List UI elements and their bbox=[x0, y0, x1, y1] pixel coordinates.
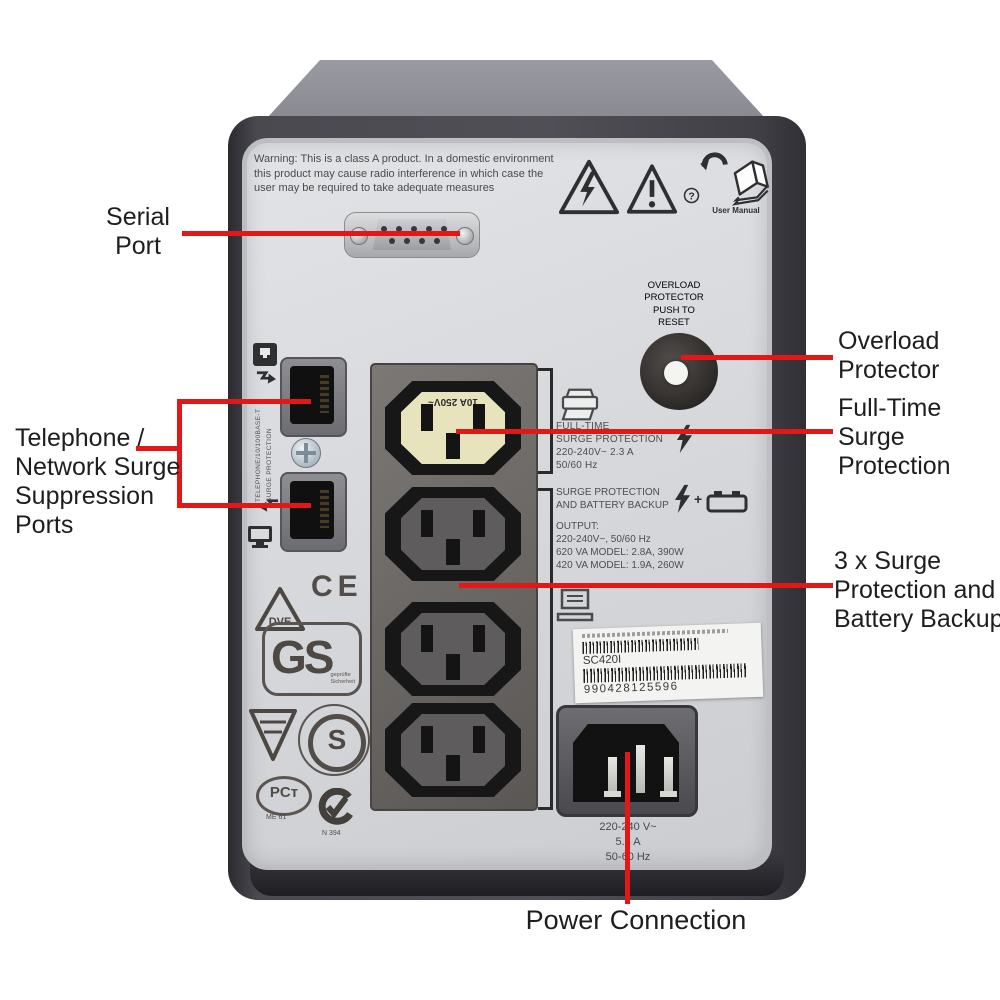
outlet-slot bbox=[421, 404, 433, 431]
user-manual-book-icon bbox=[699, 152, 769, 206]
overload-protector-label: OVERLOAD PROTECTOR PUSH TO RESET bbox=[644, 280, 704, 329]
outlet-face bbox=[401, 498, 505, 570]
pct-gost-mark: PCт bbox=[256, 776, 312, 816]
output-spec: OUTPUT: 220-240V~, 50/60 Hz 620 VA MODEL… bbox=[556, 521, 684, 571]
svg-text:?: ? bbox=[688, 191, 694, 202]
callout-line-telephone-top bbox=[177, 399, 311, 404]
db9-screw bbox=[350, 227, 368, 245]
network-port-out bbox=[280, 472, 347, 552]
outlet-slot bbox=[421, 625, 433, 652]
label-microtext bbox=[581, 628, 729, 638]
outlet-slot bbox=[446, 654, 460, 680]
network-port-in bbox=[280, 357, 347, 437]
callout-line-full-time-surge bbox=[456, 429, 833, 434]
callout-telephone-ports: Telephone / Network Surge Suppression Po… bbox=[15, 424, 181, 539]
outlet-face bbox=[401, 714, 505, 786]
outlet-battery-backup bbox=[385, 487, 521, 581]
pct-mark-subtext: ME 61 bbox=[266, 814, 287, 821]
outlet-slot bbox=[446, 539, 460, 565]
lightning-icon bbox=[674, 484, 691, 514]
surge-out-arrow-icon bbox=[258, 498, 280, 518]
breaker-reset-button bbox=[664, 361, 688, 385]
phillips-screw bbox=[291, 438, 321, 468]
caution-triangle-icon bbox=[626, 162, 678, 216]
electric-hazard-triangle-icon bbox=[558, 158, 620, 216]
inlet-ground-pin bbox=[636, 745, 645, 793]
outlet-face bbox=[401, 613, 505, 685]
port-vertical-label: TELEPHONE/10/100BASE-T SURGE PROTECTION bbox=[255, 408, 273, 502]
rj45-pins bbox=[320, 490, 329, 528]
gs-mark-text: GS bbox=[271, 631, 334, 683]
plus-sign: + bbox=[694, 491, 703, 507]
outlet-slot bbox=[421, 510, 433, 537]
product-barcode-label: SC420I 990428125596 bbox=[572, 622, 764, 704]
full-time-surge-spec: FULL-TIME SURGE PROTECTION 220-240V~ 2.3… bbox=[556, 421, 664, 471]
gs-mark: GS geprüfte Sicherheit bbox=[262, 622, 362, 696]
battery-outlet-bracket bbox=[538, 488, 553, 810]
gs-mark-subtext: geprüfte Sicherheit bbox=[330, 672, 355, 685]
outlet-slot bbox=[421, 726, 433, 753]
question-mark-icon: ? bbox=[683, 187, 700, 204]
callout-bracket-telephone bbox=[177, 399, 182, 508]
printer-icon bbox=[556, 388, 604, 422]
rj45-jack bbox=[290, 366, 334, 424]
surge-battery-spec: SURGE PROTECTION AND BATTERY BACKUP bbox=[556, 487, 669, 511]
outlet-slot bbox=[473, 726, 485, 753]
surge-in-arrow-icon bbox=[255, 370, 277, 390]
warning-text: Warning: This is a class A product. In a… bbox=[254, 153, 554, 195]
semko-s-mark: S bbox=[298, 704, 370, 776]
callout-line-surge-battery bbox=[459, 583, 833, 588]
outlet-slot bbox=[446, 755, 460, 781]
s-mark-ring: S bbox=[308, 714, 366, 772]
outlet-rating-label: 10A 250V~ bbox=[428, 396, 478, 407]
outlet-slot bbox=[473, 510, 485, 537]
callout-line-power bbox=[625, 752, 630, 904]
callout-serial-port: Serial Port bbox=[106, 203, 170, 260]
surge-outlet-bracket bbox=[538, 368, 553, 474]
outlet-slot bbox=[446, 433, 460, 459]
battery-icon bbox=[706, 489, 748, 513]
callout-full-time-surge: Full-Time Surge Protection bbox=[838, 394, 951, 480]
callout-line-overload bbox=[681, 355, 833, 360]
computer-icon bbox=[246, 524, 278, 550]
outlet-slot bbox=[473, 625, 485, 652]
outlet-slot bbox=[473, 404, 485, 431]
outlet-face: 10A 250V~ bbox=[401, 392, 505, 464]
s-mark-text: S bbox=[327, 724, 347, 755]
demko-triangle-mark bbox=[248, 708, 298, 762]
n-mark-subtext: N 394 bbox=[322, 830, 341, 837]
callout-line-telephone bbox=[136, 446, 182, 451]
db9-screw bbox=[456, 227, 474, 245]
n-check-mark bbox=[316, 787, 354, 826]
outlet-battery-backup bbox=[385, 703, 521, 797]
callout-overload-protector: Overload Protector bbox=[838, 327, 940, 384]
equipment-icon bbox=[556, 588, 594, 624]
pct-mark-text: PCт bbox=[269, 784, 299, 801]
wall-jack-icon bbox=[252, 342, 278, 367]
inlet-pin-foot bbox=[604, 791, 621, 797]
rj45-jack bbox=[290, 481, 334, 539]
callout-power-connection: Power Connection bbox=[525, 905, 747, 935]
inlet-pin bbox=[608, 757, 617, 793]
outlet-battery-backup bbox=[385, 602, 521, 696]
callout-line-telephone-bottom bbox=[177, 503, 311, 508]
callout-line-serial-port bbox=[182, 231, 460, 236]
ce-mark: CE bbox=[311, 570, 363, 603]
outlet-surge-protected: 10A 250V~ bbox=[385, 381, 521, 475]
callout-surge-battery-backup: 3 x Surge Protection and Battery Backup bbox=[834, 547, 1000, 633]
user-manual-label: User Manual bbox=[712, 206, 760, 215]
inlet-pin-foot bbox=[660, 791, 677, 797]
rj45-pins bbox=[320, 375, 329, 413]
power-rating-label: 220-240 V~ 5.8 A 50-60 Hz bbox=[599, 821, 657, 863]
lightning-icon bbox=[676, 424, 693, 454]
inlet-pin bbox=[664, 757, 673, 793]
